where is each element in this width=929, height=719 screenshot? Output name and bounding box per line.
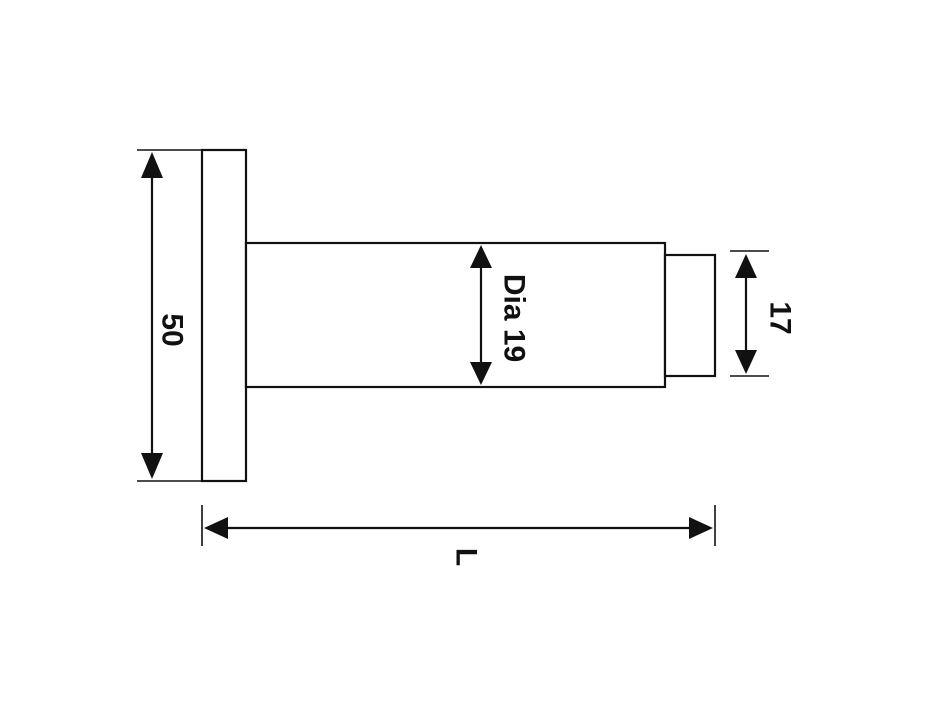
tip-dimension: 17 [730, 250, 797, 377]
diameter-arrow-top [470, 245, 492, 268]
length-dimension: L [201, 505, 716, 566]
height-arrow-top [141, 152, 163, 178]
diameter-dimension: Dia 19 [470, 245, 531, 385]
diameter-arrow-bottom [470, 362, 492, 385]
tip-label: 17 [764, 301, 797, 334]
diameter-label: Dia 19 [498, 274, 531, 362]
tip-arrow-top [735, 254, 757, 278]
tip-arrow-bottom [735, 350, 757, 374]
length-label: L [450, 548, 483, 566]
length-arrow-left [204, 517, 228, 539]
stop-body-cylinder [244, 241, 667, 389]
height-label: 50 [156, 313, 189, 346]
height-arrow-bottom [141, 453, 163, 479]
base-plate [200, 148, 248, 483]
length-arrow-right [689, 517, 713, 539]
rubber-tip [663, 253, 717, 378]
height-dimension: 50 [137, 149, 202, 482]
